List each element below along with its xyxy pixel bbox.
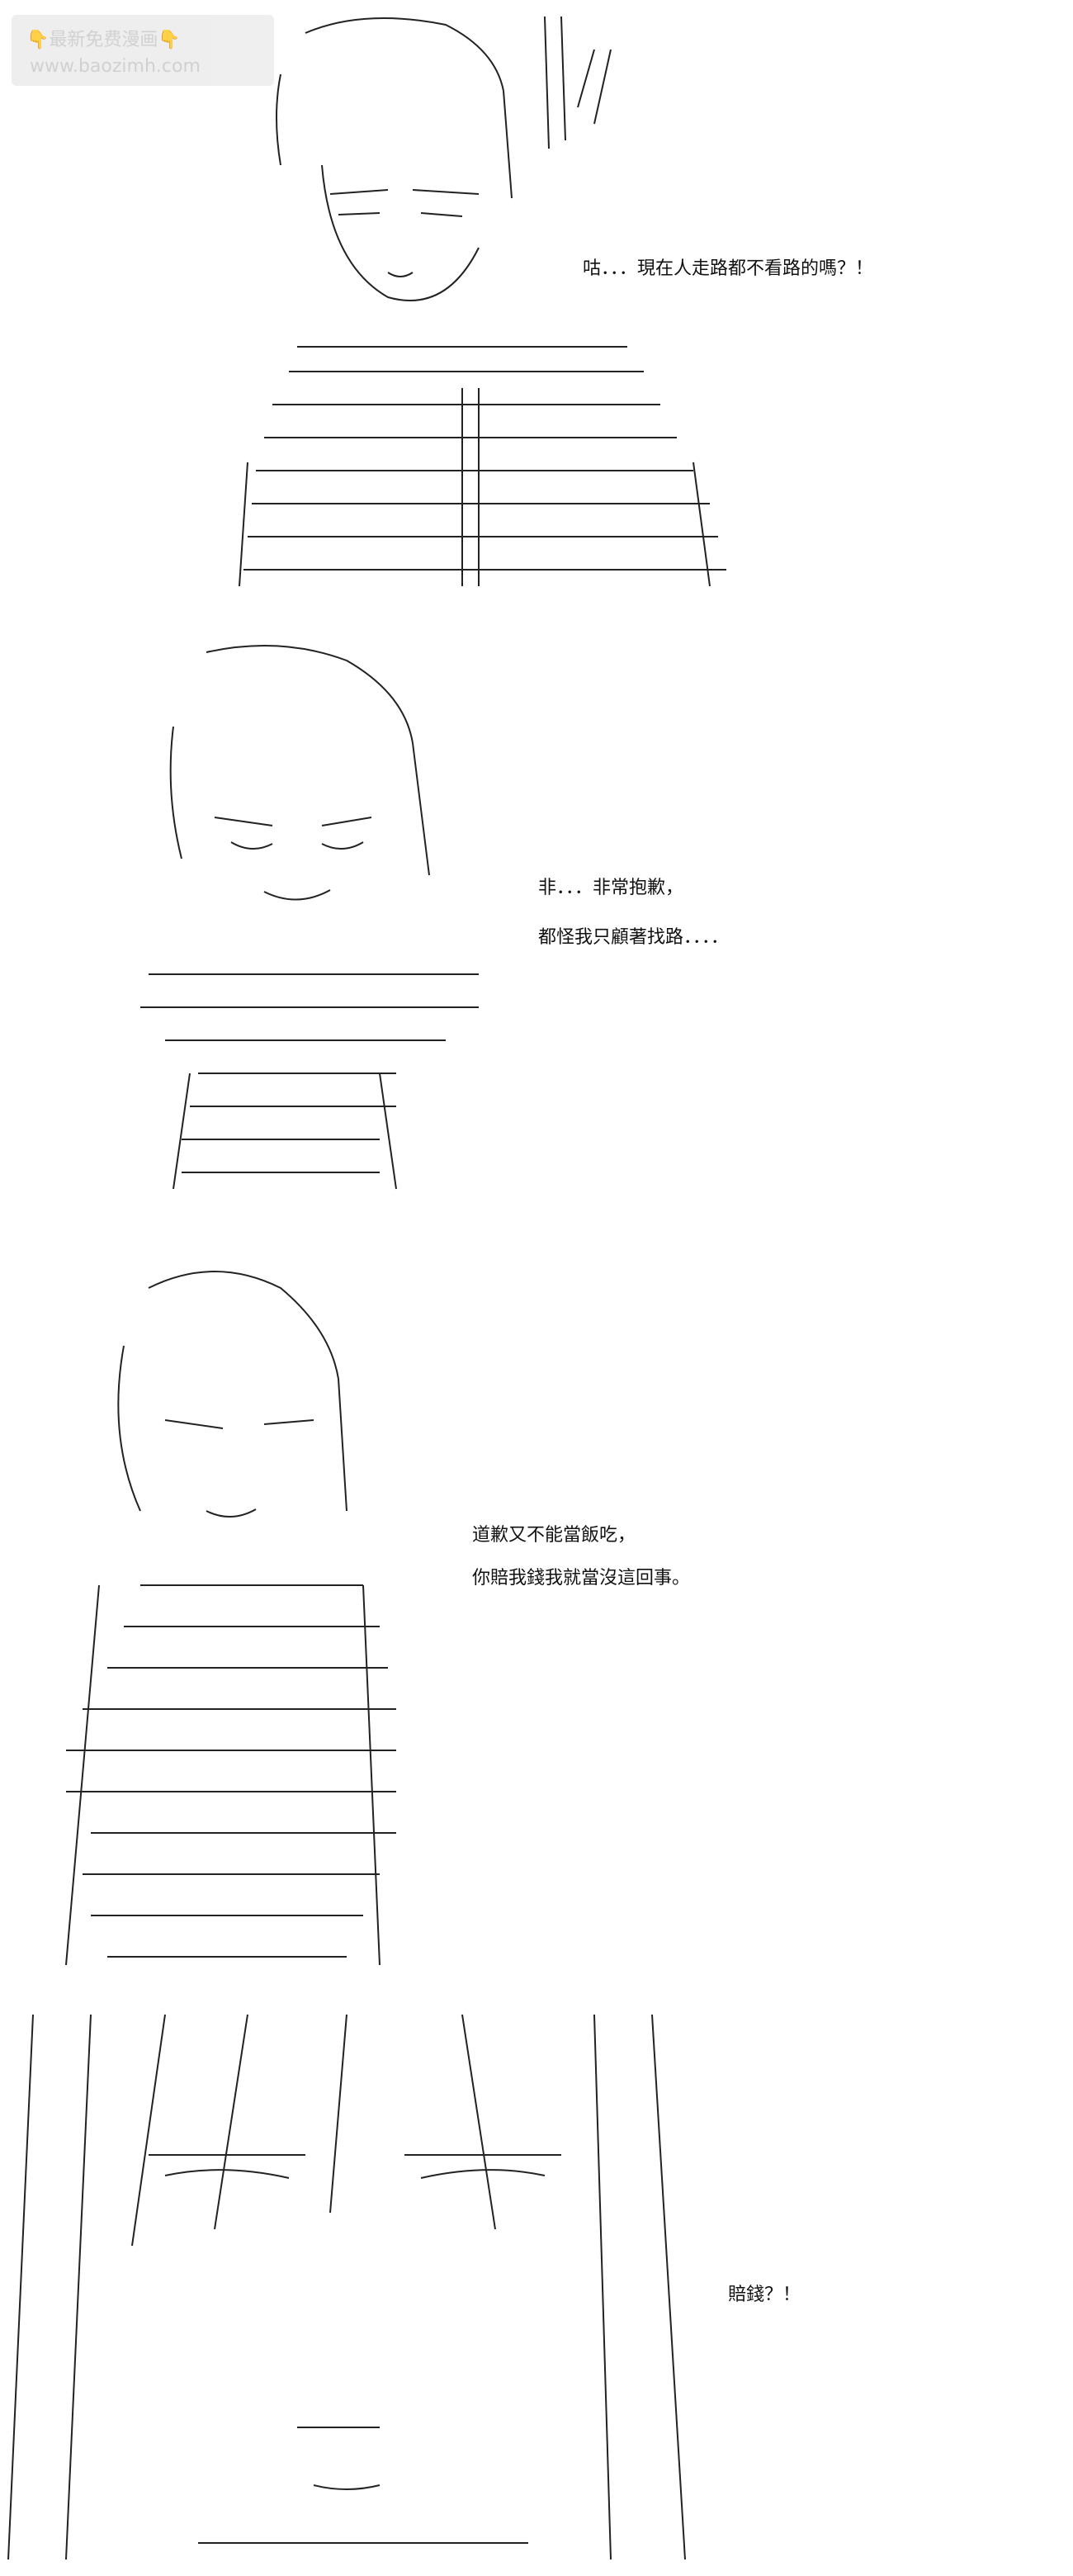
dialog-line: 賠錢？！: [728, 2285, 801, 2305]
ascii-art-character-4: [7, 2014, 686, 2560]
ascii-art-character-2: [140, 645, 479, 1190]
dialog-line: 你賠我錢我就當沒這回事。: [472, 1568, 691, 1589]
panel-2: 非．．．非常抱歉， 都怪我只顧著找路．．．．: [0, 627, 1073, 1197]
watermark: 👇最新免费漫画👇 www.baozimh.com: [12, 15, 274, 86]
watermark-title: 👇最新免费漫画👇: [26, 30, 181, 50]
dialog-line: 道歉又不能當飯吃，: [472, 1525, 636, 1546]
dialog-line: 咕．．．現在人走路都不看路的嗎？！: [583, 258, 874, 279]
panel-4: 賠錢？！: [0, 1998, 1073, 2576]
pointing-hand-icon: 👇: [26, 30, 50, 50]
ascii-art-character-3: [65, 1271, 396, 1966]
ascii-art-character-1: [239, 16, 726, 587]
panel-1: 咕．．．現在人走路都不看路的嗎？！: [0, 0, 1073, 603]
watermark-url: www.baozimh.com: [30, 56, 201, 77]
panel-3: 道歉又不能當飯吃， 你賠我錢我就當沒這回事。: [0, 1238, 1073, 1982]
dialog-line: 都怪我只顧著找路．．．．: [538, 927, 730, 948]
dialog-line: 非．．．非常抱歉，: [538, 878, 684, 898]
pointing-hand-icon: 👇: [158, 30, 181, 50]
